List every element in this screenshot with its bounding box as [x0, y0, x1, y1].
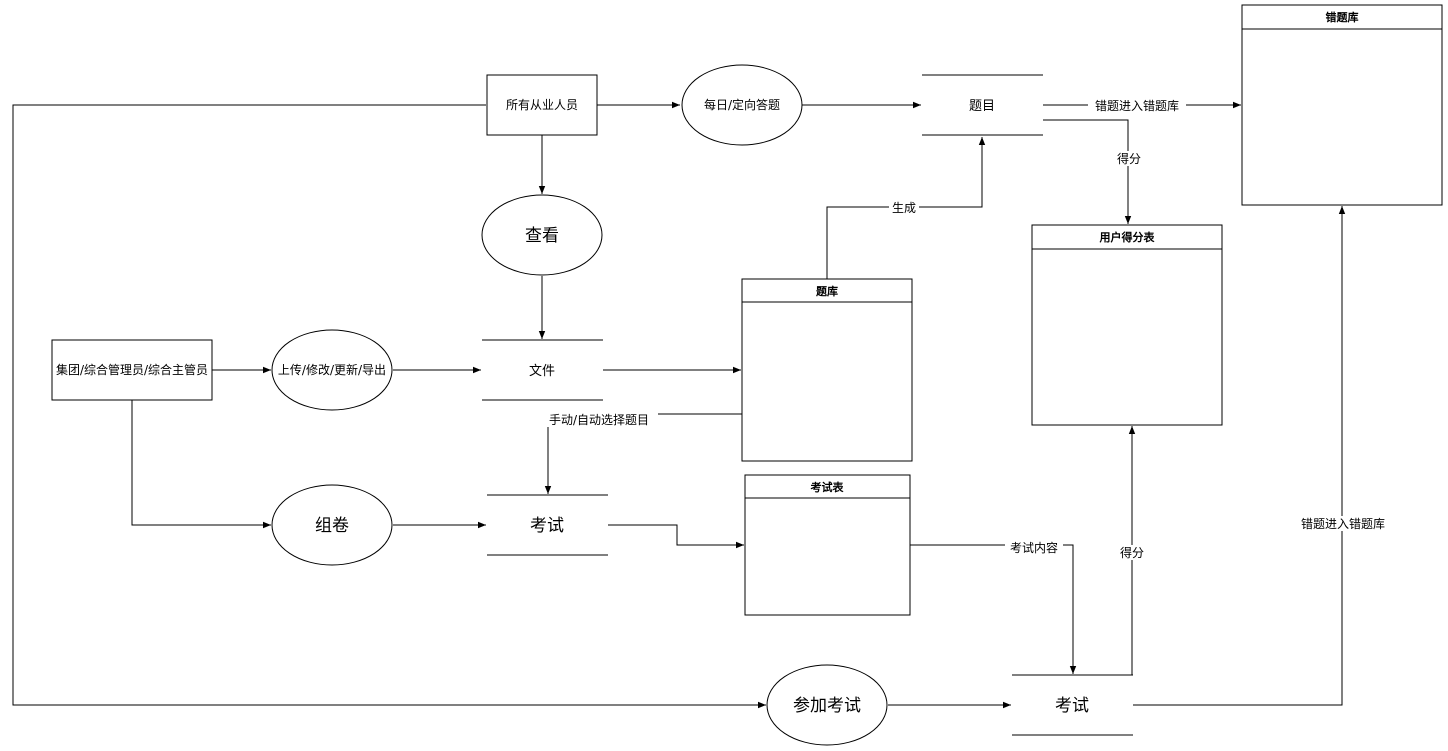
table-exam-title: 考试表	[811, 480, 845, 494]
label-exam-content: 考试内容	[1010, 540, 1058, 555]
entity-all-staff: 所有从业人员	[486, 74, 598, 136]
table-wrong-bank-title: 错题库	[1326, 10, 1359, 24]
process-compose: 组卷	[271, 484, 393, 566]
edge-questions-to-score	[1043, 119, 1132, 224]
label-manual-select: 手动/自动选择题目	[549, 413, 649, 427]
entity-all-staff-label: 所有从业人员	[506, 98, 578, 112]
process-take-exam: 参加考试	[766, 664, 888, 746]
edge-labels: 错题进入错题库 得分 生成 手动/自动选择题目 考试内容 得分 错题进入错题库	[541, 98, 1392, 560]
edge-admin-to-compose	[131, 400, 271, 529]
datastore-exam-2: 考试	[1012, 674, 1133, 736]
process-view-label: 查看	[525, 226, 559, 246]
table-question-bank: 题库	[741, 278, 913, 462]
datastore-exam-2-label: 考试	[1055, 696, 1089, 716]
datastore-questions-label: 题目	[969, 99, 995, 114]
label-score-1: 得分	[1117, 151, 1141, 166]
datastore-exam: 考试	[487, 494, 608, 556]
process-view: 查看	[481, 194, 603, 276]
entity-group-admin-label: 集团/综合管理员/综合主管员	[56, 362, 208, 377]
process-take-exam-label: 参加考试	[793, 696, 861, 716]
entity-group-admin: 集团/综合管理员/综合主管员	[51, 339, 213, 401]
label-wrong-to-bank-1: 错题进入错题库	[1095, 98, 1179, 113]
datastore-file-label: 文件	[529, 364, 555, 379]
table-wrong-bank: 错题库	[1241, 4, 1443, 206]
connectors	[12, 101, 1346, 709]
datastore-file: 文件	[482, 339, 603, 401]
process-daily-answer: 每日/定向答题	[681, 64, 803, 146]
table-score: 用户得分表	[1031, 224, 1223, 426]
label-generate: 生成	[892, 201, 916, 215]
process-upload-label: 上传/修改/更新/导出	[278, 362, 386, 377]
table-score-title: 用户得分表	[1100, 230, 1156, 244]
process-daily-answer-label: 每日/定向答题	[704, 97, 780, 112]
edge-staff-to-takeexam	[12, 104, 766, 709]
process-upload: 上传/修改/更新/导出	[271, 329, 393, 411]
datastore-exam-label: 考试	[530, 516, 564, 536]
datastore-questions: 题目	[922, 74, 1043, 136]
label-wrong-to-bank-2: 错题进入错题库	[1301, 516, 1385, 531]
process-compose-label: 组卷	[315, 516, 349, 536]
edge-examtable-to-exam2	[910, 544, 1077, 674]
edge-exam2-to-wrongbank	[1133, 206, 1346, 706]
table-exam: 考试表	[744, 474, 911, 616]
edge-exam-to-examtable	[608, 524, 744, 549]
table-question-bank-title: 题库	[816, 284, 838, 298]
label-score-2: 得分	[1120, 545, 1144, 560]
